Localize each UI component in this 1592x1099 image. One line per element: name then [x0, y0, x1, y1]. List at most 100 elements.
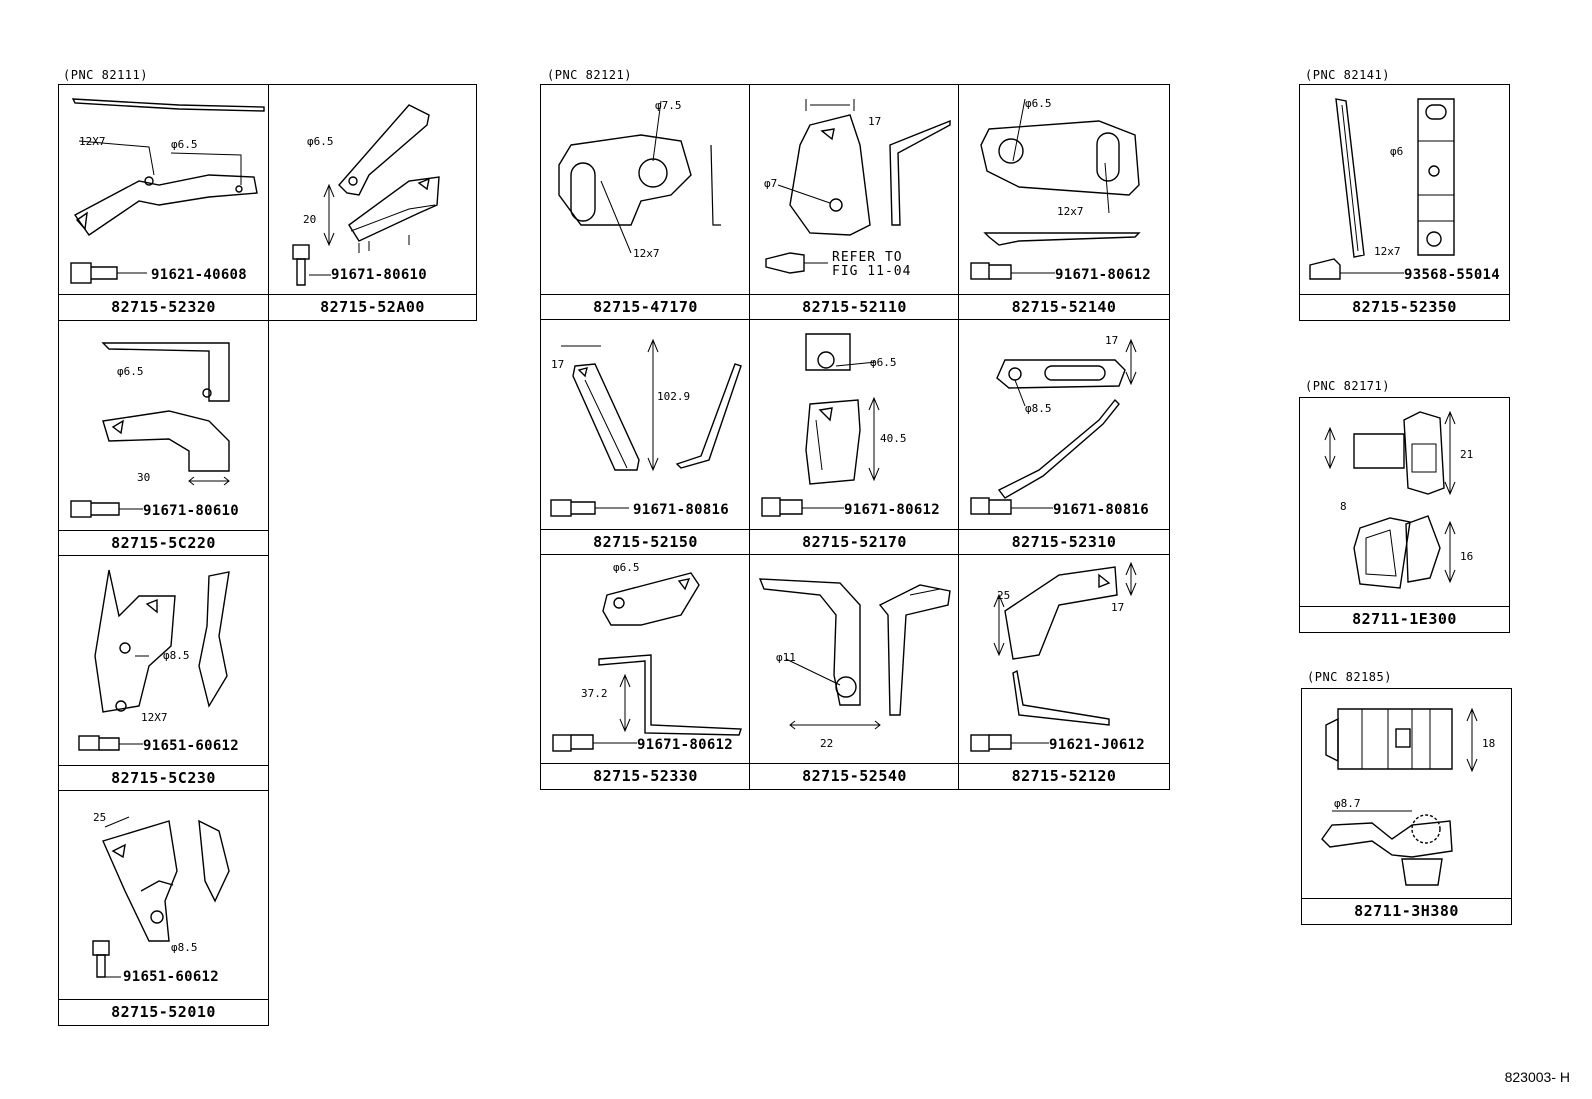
dimension-label: 12x7	[1057, 205, 1084, 218]
dimension-label: 17	[1111, 601, 1125, 614]
dimension-label: φ7.5	[655, 99, 682, 112]
dimension-label: φ6.5	[1025, 97, 1052, 110]
part-cell-82715-52A00[interactable]: φ6.5 20 91671-80610 82715-52A00	[268, 84, 477, 321]
dimension-label: 8	[1340, 500, 1347, 513]
bolt-part-number[interactable]: 91651-60612	[143, 738, 240, 754]
dimension-label: φ8.5	[1025, 402, 1052, 415]
bolt-part-number[interactable]: 91621-J0612	[1049, 737, 1146, 753]
part-number[interactable]: 82715-52110	[750, 294, 959, 320]
bolt-part-number[interactable]: 91671-80610	[143, 503, 240, 519]
part-cell-82711-1E300[interactable]: 21 8 16 82711-1E300	[1299, 397, 1510, 633]
dimension-label: 18	[1482, 737, 1496, 750]
dimension-label: 37.2	[581, 687, 608, 700]
dimension-label: φ7	[764, 177, 778, 190]
reference-note-line1: REFER TO	[832, 250, 903, 265]
dimension-label: 102.9	[657, 390, 691, 403]
dimension-label: 25	[93, 811, 107, 824]
bracket-drawing	[761, 333, 880, 517]
dimension-label: 12X7	[79, 135, 106, 148]
dimension-label: φ6.5	[870, 356, 897, 369]
part-number[interactable]: 82715-5C220	[59, 530, 268, 556]
dimension-label: 17	[551, 358, 565, 371]
bolt-part-number[interactable]: 91651-60612	[123, 969, 220, 985]
dimension-label: φ6.5	[307, 135, 334, 148]
dimension-label: φ6.5	[613, 561, 640, 574]
dimension-label: 20	[303, 213, 317, 226]
part-cell-82715-52310[interactable]: 17 φ8.5 91671-80816 82715-52310	[958, 319, 1170, 556]
group-label-82171: (PNC 82171)	[1305, 379, 1390, 393]
part-cell-82715-52170[interactable]: φ6.5 40.5 91671-80612 82715-52170	[749, 319, 960, 556]
bracket-drawing	[970, 98, 1141, 280]
dimension-label: 16	[1460, 550, 1474, 563]
part-number[interactable]: 82715-52A00	[269, 294, 476, 320]
part-number[interactable]: 82711-1E300	[1300, 606, 1509, 632]
bracket-drawing	[78, 569, 230, 751]
bracket-drawing	[552, 572, 742, 752]
part-cell-82715-52010[interactable]: 25 φ8.5 91651-60612 82715-52010	[58, 790, 269, 1026]
bracket-drawing	[1309, 98, 1455, 280]
part-number[interactable]: 82715-52310	[959, 529, 1169, 555]
dimension-label: 21	[1460, 448, 1474, 461]
dimension-label: 25	[997, 589, 1011, 602]
part-cell-82715-47170[interactable]: φ7.5 12x7 82715-47170	[540, 84, 751, 321]
dimension-label: φ11	[776, 651, 796, 664]
bracket-drawing	[558, 100, 721, 254]
bolt-part-number[interactable]: 93568-55014	[1404, 267, 1501, 283]
bolt-part-number[interactable]: 91671-80816	[1053, 502, 1150, 518]
part-number[interactable]: 82715-52150	[541, 529, 750, 555]
bracket-drawing	[92, 816, 230, 978]
reference-note[interactable]: REFER TO FIG 11-04	[832, 251, 911, 279]
dimension-label: 12x7	[633, 247, 660, 260]
bolt-part-number[interactable]: 91671-80816	[633, 502, 730, 518]
group-label-82141: (PNC 82141)	[1305, 68, 1390, 82]
clip-drawing	[1324, 410, 1456, 589]
bracket-drawing	[970, 338, 1137, 515]
part-cell-82715-52350[interactable]: φ6 12x7 93568-55014 82715-52350	[1299, 84, 1510, 321]
dimension-label: 22	[820, 737, 834, 750]
bolt-part-number[interactable]: 91671-80612	[637, 737, 734, 753]
group-label-82121: (PNC 82121)	[547, 68, 632, 82]
bracket-drawing	[765, 99, 951, 274]
dimension-label: φ6	[1390, 145, 1404, 158]
dimension-label: 17	[1105, 334, 1119, 347]
part-number[interactable]: 82711-3H380	[1302, 898, 1511, 924]
part-cell-82711-3H380[interactable]: 18 φ8.7 82711-3H380	[1301, 688, 1512, 925]
bolt-part-number[interactable]: 91671-80610	[331, 267, 428, 283]
part-number[interactable]: 82715-47170	[541, 294, 750, 320]
dimension-label: 12X7	[141, 711, 168, 724]
group-label-82185: (PNC 82185)	[1307, 670, 1392, 684]
dimension-label: φ8.7	[1334, 797, 1361, 810]
bracket-drawing	[970, 561, 1137, 752]
dimension-label: φ6.5	[117, 365, 144, 378]
diagram-code: 823003- H	[1504, 1069, 1570, 1085]
part-number[interactable]: 82715-52330	[541, 763, 750, 789]
part-cell-82715-52110[interactable]: 17 φ7 REFER TO FIG 11-04 82715-52110	[749, 84, 960, 321]
bolt-part-number[interactable]: 91621-40608	[151, 267, 248, 283]
reference-note-line2: FIG 11-04	[832, 264, 912, 279]
group-label-82111: (PNC 82111)	[63, 68, 148, 82]
part-number[interactable]: 82715-52120	[959, 763, 1169, 789]
part-cell-82715-5C230[interactable]: φ8.5 12X7 91651-60612 82715-5C230	[58, 555, 269, 792]
bolt-part-number[interactable]: 91671-80612	[1055, 267, 1152, 283]
part-number[interactable]: 82715-52010	[59, 999, 268, 1025]
part-cell-82715-52120[interactable]: 25 17 91621-J0612 82715-52120	[958, 554, 1170, 790]
part-cell-82715-52540[interactable]: φ11 22 82715-52540	[749, 554, 960, 790]
part-number[interactable]: 82715-52320	[59, 294, 268, 320]
dimension-label: φ6.5	[171, 138, 198, 151]
bracket-drawing	[758, 578, 951, 730]
bolt-part-number[interactable]: 91671-80612	[844, 502, 941, 518]
part-number[interactable]: 82715-52170	[750, 529, 959, 555]
part-number[interactable]: 82715-52540	[750, 763, 959, 789]
part-number[interactable]: 82715-5C230	[59, 765, 268, 791]
part-cell-82715-52330[interactable]: φ6.5 37.2 91671-80612 82715-52330	[540, 554, 751, 790]
part-number[interactable]: 82715-52350	[1300, 294, 1509, 320]
dimension-label: 12x7	[1374, 245, 1401, 258]
clip-drawing	[1321, 707, 1478, 886]
dimension-label: 30	[137, 471, 151, 484]
part-cell-82715-52320[interactable]: 12X7 φ6.5 91621-40608 82715-52320	[58, 84, 269, 321]
part-number[interactable]: 82715-52140	[959, 294, 1169, 320]
part-cell-82715-52140[interactable]: φ6.5 12x7 91671-80612 82715-52140	[958, 84, 1170, 321]
dimension-label: φ8.5	[163, 649, 190, 662]
part-cell-82715-52150[interactable]: 17 102.9 91671-80816 82715-52150	[540, 319, 751, 556]
part-cell-82715-5C220[interactable]: φ6.5 30 91671-80610 82715-5C220	[58, 320, 269, 557]
